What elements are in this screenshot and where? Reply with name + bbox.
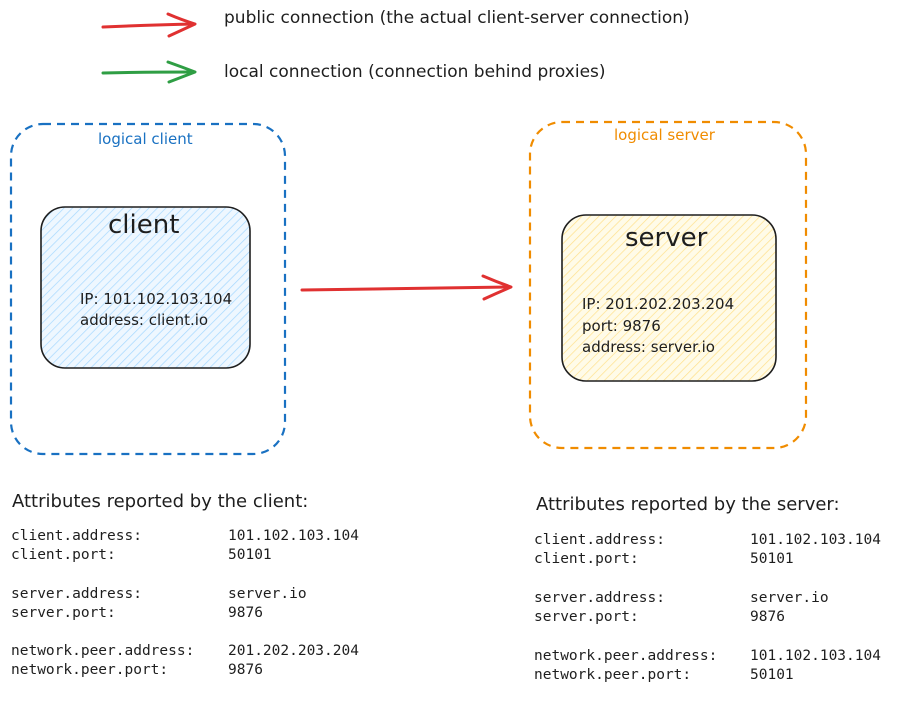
client-attr-key: network.peer.address: bbox=[11, 643, 195, 659]
legend-public-label: public connection (the actual client-ser… bbox=[224, 8, 690, 28]
client-attr-key: client.port: bbox=[11, 547, 116, 563]
server-node-title: server bbox=[625, 223, 708, 253]
client-server-connection-arrow bbox=[300, 274, 513, 301]
client-attr-value: 9876 bbox=[228, 605, 263, 621]
client-node-ip: IP: 101.102.103.104 bbox=[80, 290, 233, 308]
client-attributes-heading: Attributes reported by the client: bbox=[12, 491, 309, 512]
logical-client-label: logical client bbox=[98, 130, 193, 148]
legend-local-arrow bbox=[101, 60, 197, 84]
server-attr-key: network.peer.port: bbox=[534, 667, 692, 683]
client-attr-value: server.io bbox=[228, 586, 307, 602]
server-node-address: address: server.io bbox=[582, 338, 715, 356]
server-attributes-heading: Attributes reported by the server: bbox=[536, 494, 840, 515]
logical-client-group bbox=[9, 122, 287, 456]
client-attr-key: client.address: bbox=[11, 528, 142, 544]
server-attr-key: network.peer.address: bbox=[534, 648, 718, 664]
server-attr-key: server.address: bbox=[534, 590, 665, 606]
client-attr-value: 9876 bbox=[228, 662, 263, 678]
client-attr-value: 101.102.103.104 bbox=[228, 528, 359, 544]
server-attr-value: 50101 bbox=[750, 667, 794, 683]
client-attr-key: server.port: bbox=[11, 605, 116, 621]
server-attr-key: client.address: bbox=[534, 532, 665, 548]
logical-server-group bbox=[528, 120, 808, 450]
server-attr-value: 101.102.103.104 bbox=[750, 532, 881, 548]
client-node-title: client bbox=[108, 210, 180, 240]
client-node bbox=[40, 206, 251, 369]
legend-public-arrow bbox=[101, 12, 197, 38]
client-attr-key: server.address: bbox=[11, 586, 142, 602]
logical-server-label: logical server bbox=[614, 126, 715, 144]
client-node-address: address: client.io bbox=[80, 311, 209, 329]
client-attr-value: 50101 bbox=[228, 547, 272, 563]
legend-local-label: local connection (connection behind prox… bbox=[224, 62, 606, 82]
server-attr-key: client.port: bbox=[534, 551, 639, 567]
server-node-ip: IP: 201.202.203.204 bbox=[582, 295, 735, 313]
server-attr-value: 9876 bbox=[750, 609, 785, 625]
server-attr-value: 50101 bbox=[750, 551, 794, 567]
server-node bbox=[561, 214, 777, 382]
server-attr-value: 101.102.103.104 bbox=[750, 648, 881, 664]
server-node-port: port: 9876 bbox=[582, 317, 661, 335]
server-attr-value: server.io bbox=[750, 590, 829, 606]
client-attr-value: 201.202.203.204 bbox=[228, 643, 359, 659]
client-attr-key: network.peer.port: bbox=[11, 662, 169, 678]
server-attr-key: server.port: bbox=[534, 609, 639, 625]
